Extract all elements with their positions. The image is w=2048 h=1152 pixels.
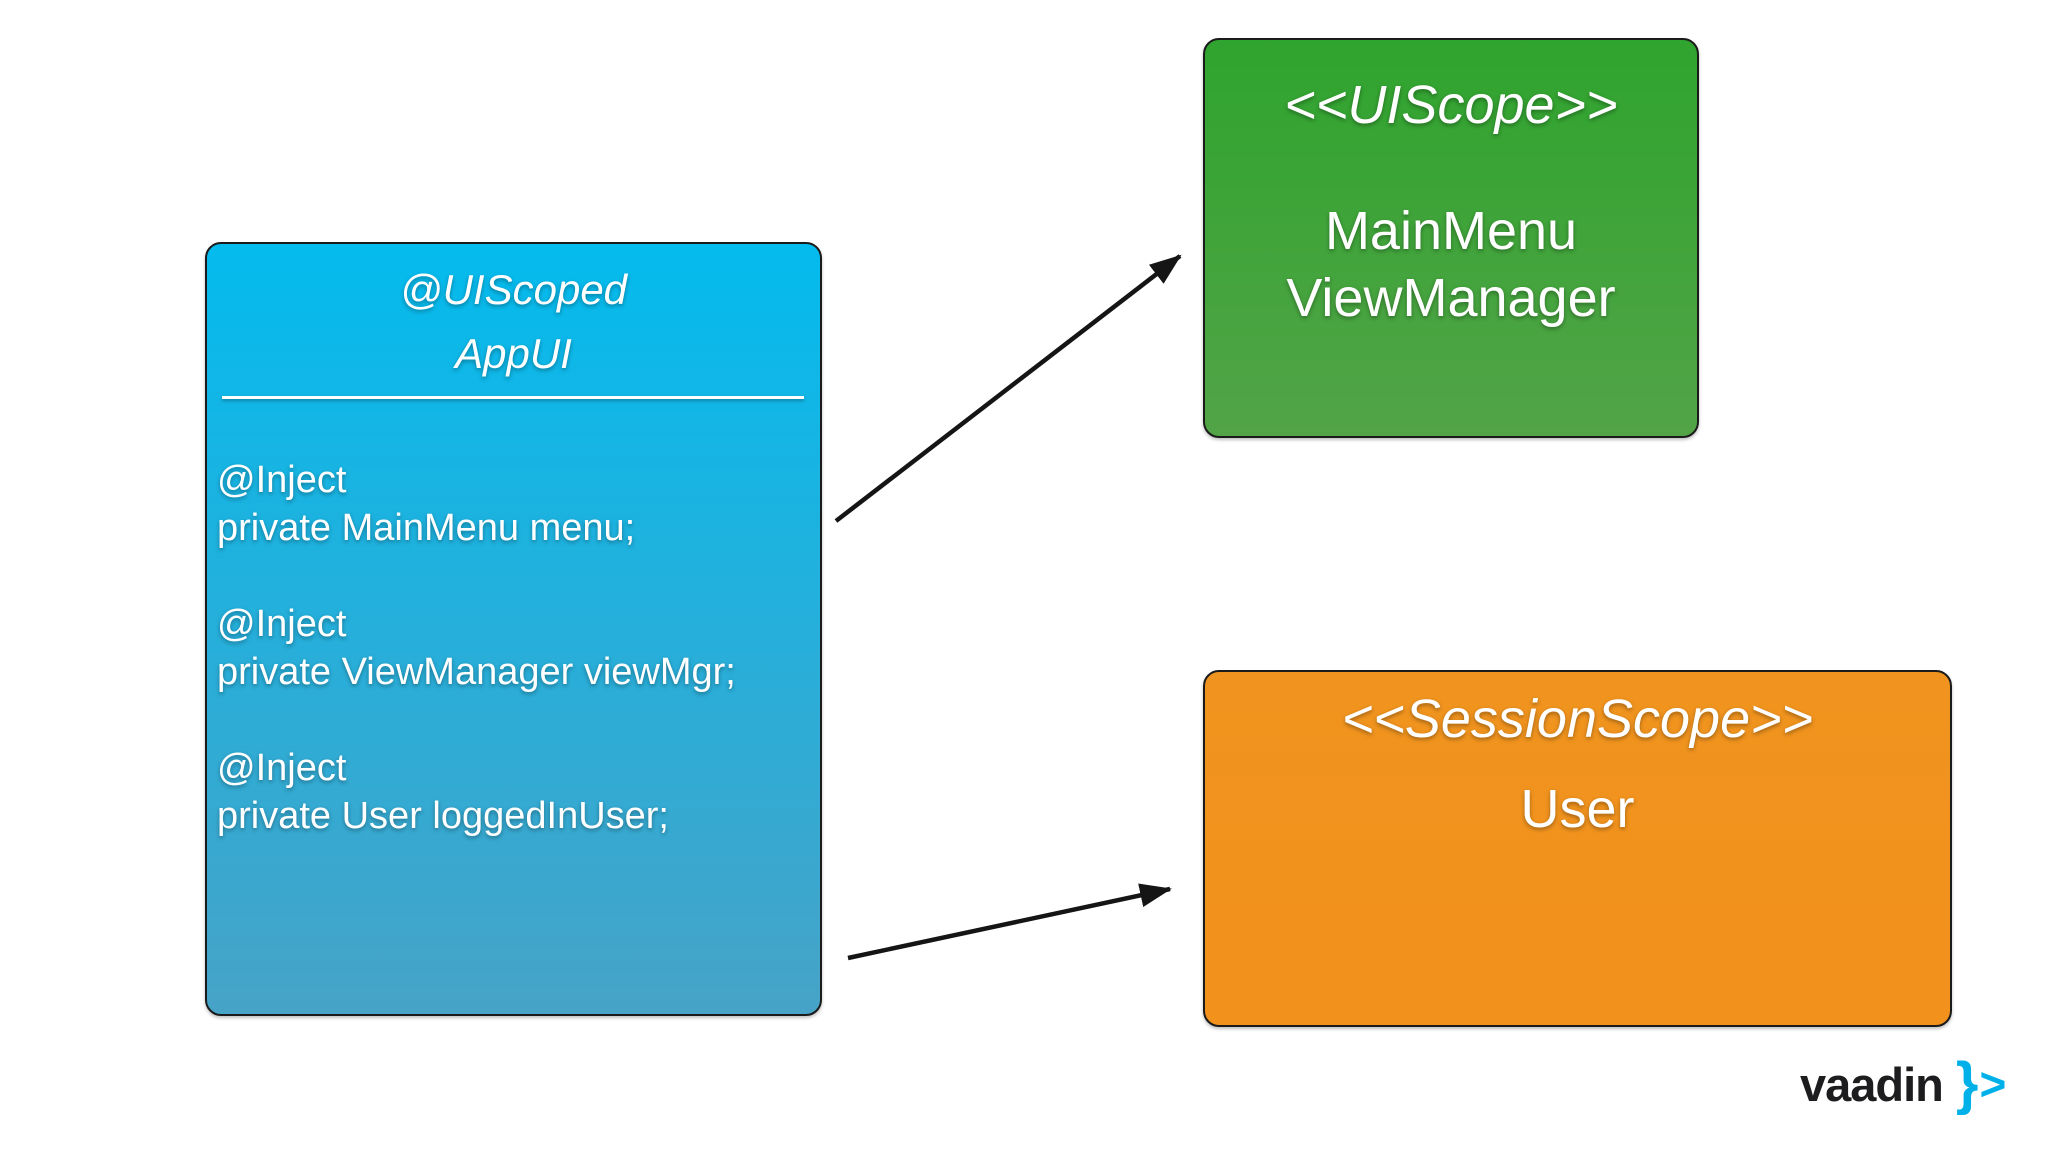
arrow-appui-to-uiscope	[834, 254, 1182, 523]
appui-members: @Inject private MainMenu menu; @Inject p…	[217, 456, 814, 888]
appui-class-name: AppUI	[455, 330, 572, 377]
vaadin-brace-icon: }	[1955, 1051, 1979, 1116]
appui-stereotype-label: @UIScoped	[399, 266, 628, 313]
member-declaration: private MainMenu menu;	[217, 507, 636, 549]
member-loggedinuser: @Inject private User loggedInUser;	[217, 744, 814, 840]
inject-annotation: @Inject	[217, 603, 347, 645]
uiscope-class-viewmanager: ViewManager	[1286, 268, 1616, 328]
member-declaration: private User loggedInUser;	[217, 795, 669, 837]
arrow-appui-to-sessionscope	[847, 883, 1172, 961]
appui-class-box: @UIScoped AppUI @Inject private MainMenu…	[205, 242, 822, 1016]
vaadin-logo: vaadin } >	[1800, 1052, 2006, 1116]
member-declaration: private ViewManager viewMgr;	[217, 651, 736, 693]
uiscope-class-list: MainMenu ViewManager	[1205, 198, 1697, 332]
member-menu: @Inject private MainMenu menu;	[217, 456, 814, 552]
sessionscope-class-user: User	[1520, 779, 1635, 839]
appui-header: @UIScoped AppUI	[207, 258, 820, 386]
sessionscope-class-list: User	[1205, 776, 1950, 843]
member-viewmgr: @Inject private ViewManager viewMgr;	[217, 600, 814, 696]
class-compartment-divider	[222, 396, 804, 399]
inject-annotation: @Inject	[217, 459, 347, 501]
vaadin-wordmark: vaadin	[1800, 1057, 1944, 1111]
inject-annotation: @Inject	[217, 747, 347, 789]
vaadin-chevron-icon: >	[1979, 1058, 2007, 1110]
uiscope-stereotype-label: <<UIScope>>	[1284, 75, 1618, 135]
uiscope-class-mainmenu: MainMenu	[1324, 201, 1578, 261]
sessionscope-stereotype-label: <<SessionScope>>	[1341, 689, 1814, 749]
sessionscope-box: <<SessionScope>> User	[1203, 670, 1952, 1027]
uiscope-box: <<UIScope>> MainMenu ViewManager	[1203, 38, 1699, 438]
